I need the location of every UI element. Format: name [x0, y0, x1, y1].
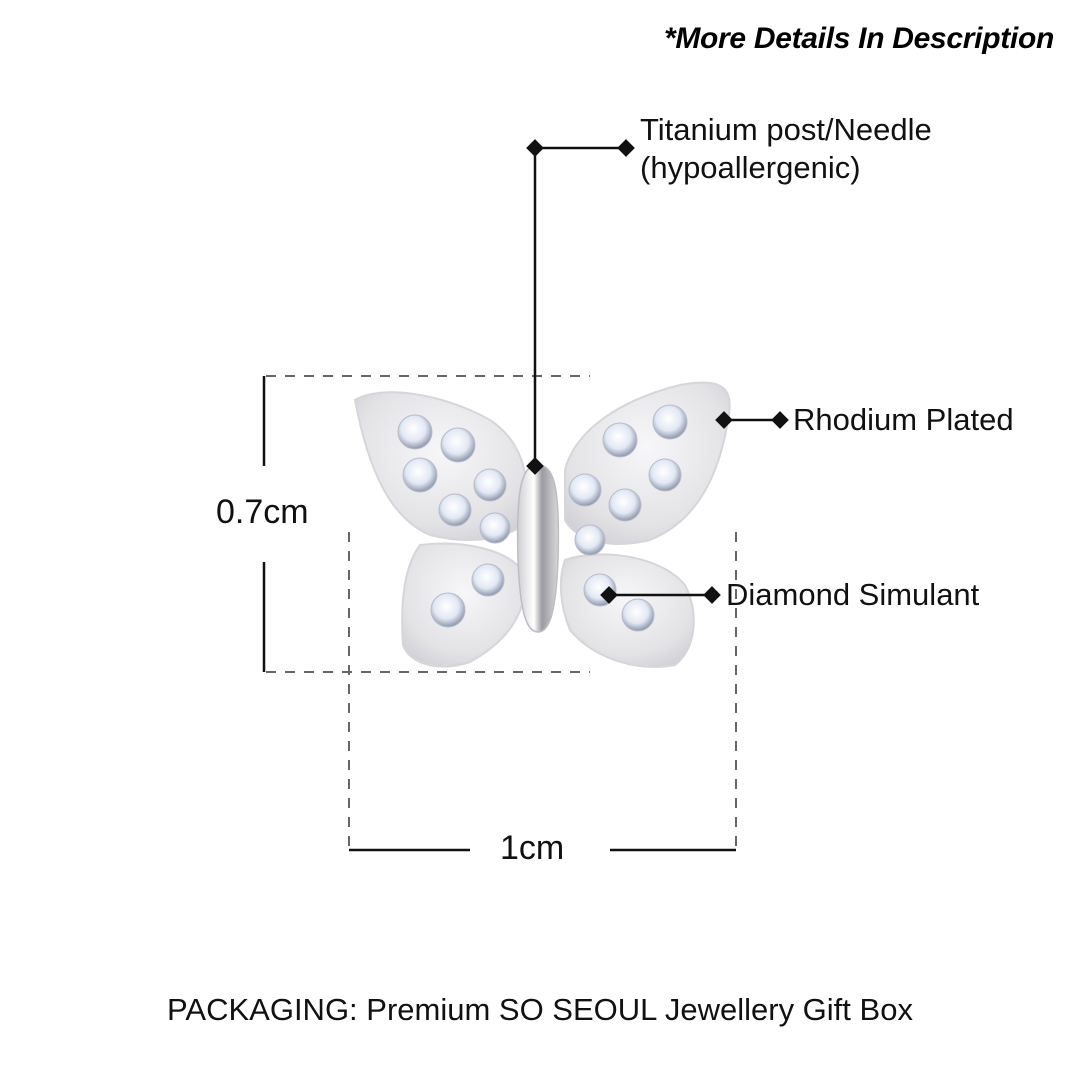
height-dimension-label: 0.7cm — [216, 493, 309, 531]
width-dimension-label: 1cm — [500, 829, 565, 867]
plating-callout-label: Rhodium Plated — [793, 402, 1014, 437]
butterfly-earring-image — [353, 381, 731, 668]
stones-callout-label: Diamond Simulant — [726, 577, 980, 612]
post-callout-line — [526, 139, 635, 475]
more-details-note: *More Details In Description — [663, 22, 1054, 55]
post-callout-line1: Titanium post/Needle — [640, 112, 932, 147]
post-callout-label: Titanium post/Needle (hypoallergenic) — [640, 111, 932, 187]
packaging-note: PACKAGING: Premium SO SEOUL Jewellery Gi… — [167, 992, 913, 1027]
plating-callout-line — [715, 411, 789, 429]
width-guide-dashes — [348, 532, 737, 848]
post-callout-line2: (hypoallergenic) — [640, 150, 861, 185]
stones-callout-line — [600, 586, 721, 604]
